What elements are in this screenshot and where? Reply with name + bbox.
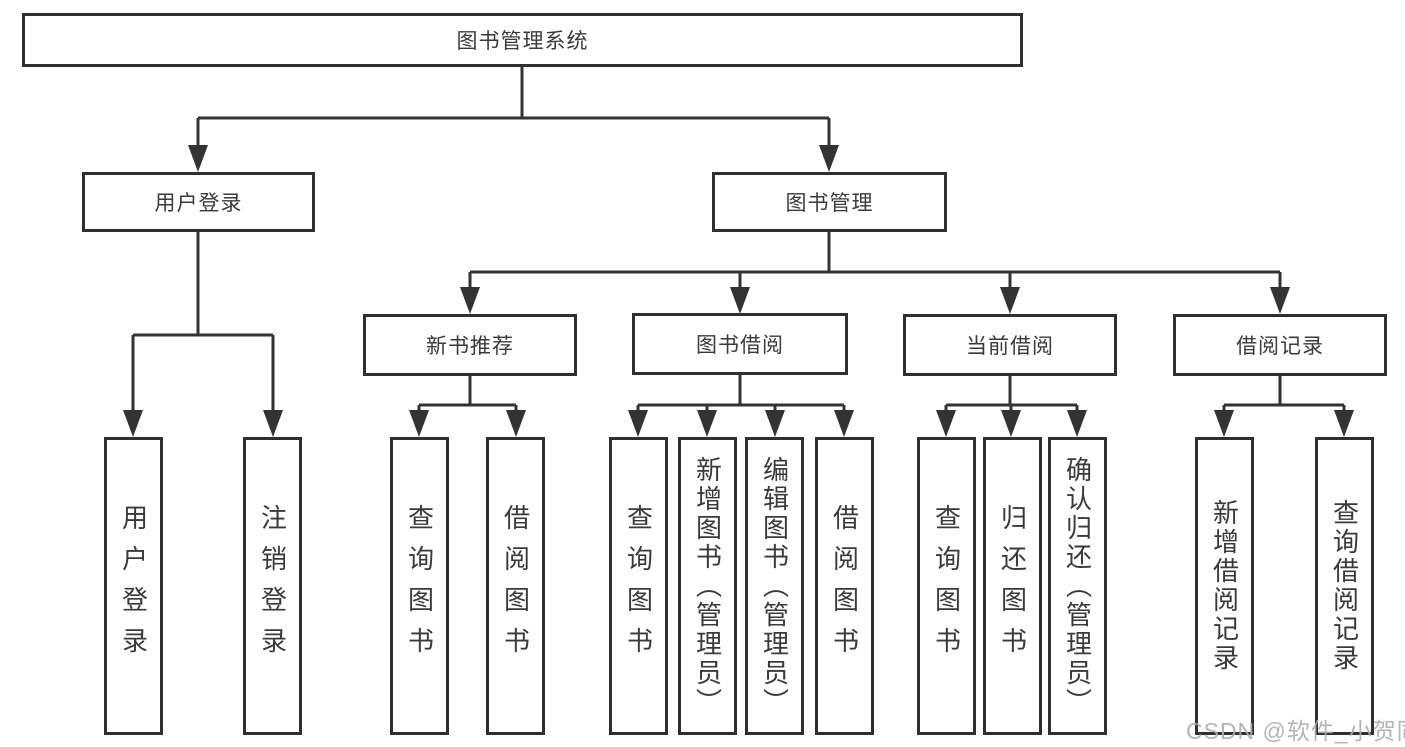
node-book-management: 图书管理 xyxy=(712,172,947,232)
leaf-user-login-label: 用户登录 xyxy=(118,504,149,668)
leaf-edit-books-admin: 编辑图书（管理员） xyxy=(745,437,804,735)
leaf-borrow-books: 借阅图书 xyxy=(815,437,874,735)
node-book-borrow: 图书借阅 xyxy=(632,313,848,375)
node-current-borrow-label: 当前借阅 xyxy=(966,335,1054,358)
node-root-system: 图书管理系统 xyxy=(22,13,1023,67)
leaf-borrow-books-recommend: 借阅图书 xyxy=(486,437,545,735)
leaf-add-borrow-record-label: 新增借阅记录 xyxy=(1209,499,1240,673)
leaf-logout-label: 注销登录 xyxy=(257,504,288,668)
leaf-query-books-borrow-label: 查询图书 xyxy=(623,504,654,668)
leaf-return-books: 归还图书 xyxy=(983,437,1042,735)
leaf-return-books-label: 归还图书 xyxy=(997,504,1028,668)
node-new-book-recommend: 新书推荐 xyxy=(363,314,577,376)
node-borrow-records: 借阅记录 xyxy=(1173,314,1387,376)
node-user-login: 用户登录 xyxy=(82,172,315,232)
leaf-query-books-recommend-label: 查询图书 xyxy=(404,504,435,668)
leaf-add-books-admin: 新增图书（管理员） xyxy=(678,437,737,735)
node-borrow-records-label: 借阅记录 xyxy=(1236,335,1324,358)
leaf-query-books-current: 查询图书 xyxy=(917,437,976,735)
node-current-borrow: 当前借阅 xyxy=(903,314,1117,376)
leaf-borrow-books-recommend-label: 借阅图书 xyxy=(500,504,531,668)
leaf-query-books-recommend: 查询图书 xyxy=(390,437,449,735)
leaf-confirm-return-admin: 确认归还（管理员） xyxy=(1048,437,1107,735)
leaf-user-login: 用户登录 xyxy=(104,437,163,735)
leaf-add-books-admin-label: 新增图书（管理员） xyxy=(692,455,723,717)
node-book-management-label: 图书管理 xyxy=(785,192,874,215)
node-root-label: 图书管理系统 xyxy=(456,30,589,53)
leaf-query-borrow-record: 查询借阅记录 xyxy=(1315,437,1374,735)
node-book-borrow-label: 图书借阅 xyxy=(696,334,784,357)
leaf-query-books-borrow: 查询图书 xyxy=(609,437,668,735)
leaf-borrow-books-label: 借阅图书 xyxy=(829,504,860,668)
leaf-confirm-return-admin-label: 确认归还（管理员） xyxy=(1062,455,1093,717)
csdn-watermark: CSDN @软件_小贺同学 xyxy=(1186,718,1405,744)
node-user-login-label: 用户登录 xyxy=(154,192,243,215)
leaf-edit-books-admin-label: 编辑图书（管理员） xyxy=(759,455,790,717)
node-new-book-recommend-label: 新书推荐 xyxy=(426,335,514,358)
leaf-logout: 注销登录 xyxy=(243,437,302,735)
leaf-add-borrow-record: 新增借阅记录 xyxy=(1195,437,1254,735)
leaf-query-books-current-label: 查询图书 xyxy=(931,504,962,668)
leaf-query-borrow-record-label: 查询借阅记录 xyxy=(1329,499,1360,673)
